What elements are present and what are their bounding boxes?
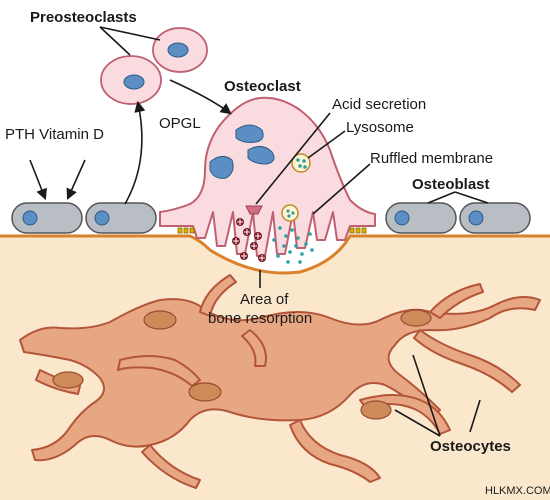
acid-pump — [245, 205, 263, 215]
osteocytes-pointer-1 — [412, 354, 441, 437]
osteocytes-pointer-3 — [469, 399, 481, 433]
label-osteoclast: Osteoclast — [224, 78, 301, 95]
label-pth-vitamin-d: PTH Vitamin D — [5, 126, 104, 143]
osteoblast-pointer-2 — [454, 191, 489, 204]
label-osteoblast: Osteoblast — [412, 176, 490, 193]
label-lysosome: Lysosome — [346, 119, 414, 136]
lysosome-pointer — [307, 130, 346, 159]
pointer-lines — [29, 26, 489, 437]
preosteoclasts-pointer-2 — [99, 26, 161, 41]
watermark: HLKMX.COM — [485, 485, 550, 497]
osteoclast-nucleus-2 — [209, 156, 234, 179]
opgl-arrow — [124, 100, 146, 205]
attachment-markers — [177, 227, 367, 234]
acid-particles — [232, 218, 266, 262]
osteoclast-nucleus-3 — [247, 146, 275, 165]
osteocyte-nucleus-3 — [188, 382, 222, 402]
label-osteocytes: Osteocytes — [430, 438, 511, 455]
osteoblasts-left — [11, 202, 157, 234]
osteocyte-nucleus-4 — [400, 309, 432, 327]
lysosome-at-membrane — [281, 204, 299, 222]
preosteoclasts-pointer-1 — [99, 26, 131, 56]
osteoclast-formation-arrow — [169, 79, 232, 115]
osteoclast — [159, 96, 376, 257]
enzyme-dots — [272, 226, 314, 264]
osteocytes-pointer-2 — [394, 409, 441, 437]
osteoblasts-right — [385, 202, 531, 234]
osteoclast-nucleus-1 — [235, 124, 264, 143]
label-opgl: OPGL — [159, 115, 201, 132]
acid-secretion-pointer — [255, 112, 331, 205]
pth-arrow-2 — [66, 159, 86, 201]
label-area-of: Area of — [240, 291, 289, 308]
label-preosteoclasts: Preosteoclasts — [30, 9, 137, 26]
osteoblast-pointer-1 — [427, 191, 456, 204]
osteocyte-nucleus-1 — [143, 310, 177, 330]
osteocyte-network — [19, 274, 541, 489]
label-acid-secretion: Acid secretion — [332, 96, 426, 113]
ruffled-membrane-pointer — [312, 163, 371, 215]
osteocyte-nucleus-5 — [360, 400, 392, 420]
label-ruffled-membrane: Ruffled membrane — [370, 150, 493, 167]
label-bone-resorption: bone resorption — [208, 310, 312, 327]
preosteoclasts — [100, 27, 208, 105]
osteocyte-nuclei — [52, 309, 432, 420]
pth-arrow-1 — [29, 159, 47, 201]
osteocyte-nucleus-2 — [52, 371, 84, 389]
